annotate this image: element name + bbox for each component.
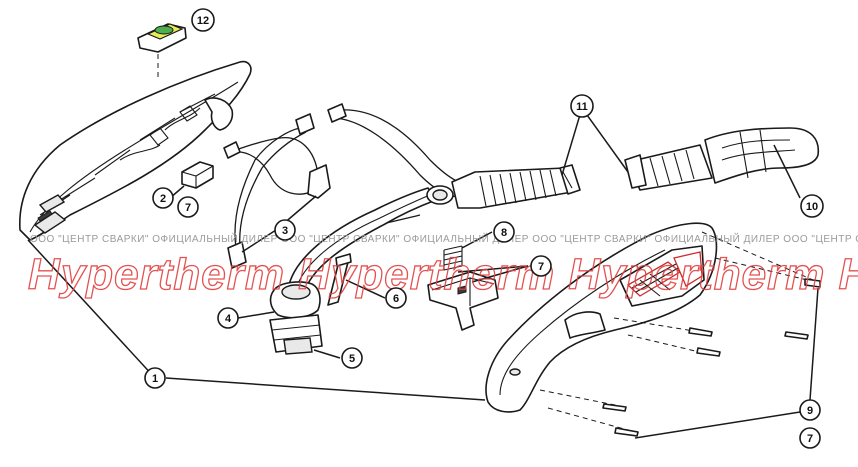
callout-6-label: 6 xyxy=(393,293,399,305)
callout-7a: 7 xyxy=(177,196,199,218)
hose-segment-11 xyxy=(451,164,581,209)
callout-5: 5 xyxy=(341,347,363,369)
spring-8 xyxy=(443,245,463,271)
wire-harness-3 xyxy=(223,103,481,269)
callout-2-label: 2 xyxy=(160,193,166,205)
callout-7b-label: 7 xyxy=(538,261,544,273)
callout-10-label: 10 xyxy=(806,201,818,213)
callout-5-label: 5 xyxy=(349,353,355,365)
callout-8: 8 xyxy=(493,221,515,243)
trigger-switch-12 xyxy=(137,23,187,78)
callout-7c-label: 7 xyxy=(807,433,813,445)
callout-1-label: 1 xyxy=(152,373,158,385)
callout-7a-label: 7 xyxy=(185,202,191,214)
callout-8-label: 8 xyxy=(501,227,507,239)
handle-right-half xyxy=(485,222,718,413)
callout-1: 1 xyxy=(144,367,166,389)
trigger-lever xyxy=(427,271,499,331)
switch-part-2 xyxy=(181,161,214,189)
callout-4-label: 4 xyxy=(225,313,232,325)
callout-3: 3 xyxy=(274,219,296,241)
callout-2: 2 xyxy=(152,187,174,209)
pin-6 xyxy=(327,253,352,306)
callout-6: 6 xyxy=(385,287,407,309)
watermark: ООО "ЦЕНТР СВАРКИ" ОФИЦИАЛЬНЫЙ ДИЛЕР ООО… xyxy=(27,232,858,300)
leader-lines xyxy=(27,107,819,439)
callout-9: 9 xyxy=(799,399,821,421)
callout-3-label: 3 xyxy=(282,225,288,237)
callout-11-label: 11 xyxy=(576,101,588,113)
callout-9-label: 9 xyxy=(807,405,813,417)
handle-left-half xyxy=(19,60,252,241)
screws-9 xyxy=(539,231,821,437)
watermark-dealer-text: ООО "ЦЕНТР СВАРКИ" ОФИЦИАЛЬНЫЙ ДИЛЕР ООО… xyxy=(30,232,858,245)
callout-12: 12 xyxy=(191,8,215,32)
callout-10: 10 xyxy=(800,194,824,218)
watermark-brand-text: Hypertherm Hypertherm Hypertherm Hyp xyxy=(28,250,858,299)
strain-relief-10 xyxy=(624,127,820,191)
callout-7b: 7 xyxy=(530,255,552,277)
torch-tube xyxy=(287,185,454,295)
torch-body-4-5 xyxy=(269,281,323,355)
callout-12-label: 12 xyxy=(197,15,209,27)
callout-7c: 7 xyxy=(799,427,821,449)
callout-11: 11 xyxy=(570,94,594,118)
callout-4: 4 xyxy=(217,307,239,329)
